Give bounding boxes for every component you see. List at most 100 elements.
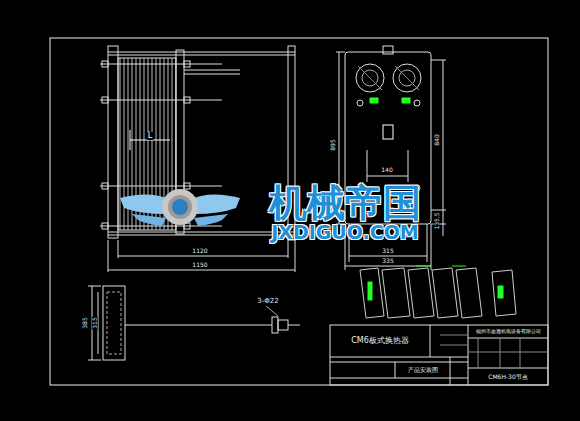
drawing-stroke [88,286,101,287]
drawing-stroke [520,338,521,368]
drawing-stroke [443,60,444,210]
drawing-stroke [266,306,278,316]
drawing-stroke [100,64,222,65]
drawing-stroke [367,150,368,182]
drawing-stroke [468,338,548,339]
drawing-stroke [370,98,378,103]
dimension: 1120 [191,248,208,254]
drawing-stroke [162,189,198,225]
drawing-stroke [108,52,295,53]
drawing-stroke [357,100,363,106]
hole-callout: 3-Φ22 [256,298,279,305]
drawing-stroke [450,357,451,385]
dimension: 135.5 [434,211,440,230]
drawing-stroke [184,183,190,189]
drawing-stroke [278,320,288,330]
drawing-stroke [102,183,108,189]
drawing-stroke [440,345,468,346]
drawing-stroke [184,97,190,103]
drawing-stroke [118,240,119,258]
dimension: 315 [92,316,98,329]
drawing-stroke [358,66,382,90]
drawing-stroke [498,286,503,298]
drawing-stroke [345,266,431,267]
drawing-stroke [468,325,469,385]
drawing-stroke [431,60,446,61]
drawing-stroke [125,325,272,326]
drawing-stroke [288,240,289,258]
drawing-stroke [272,317,278,333]
drawing-stroke [330,362,468,363]
drawing-stroke [88,360,101,361]
title-block-cell: CM6板式换热器 [331,326,429,356]
drawing-stroke [336,52,345,53]
drawing-stroke [414,100,420,106]
dimension: 840 [434,133,440,146]
drawing-stroke [492,270,516,316]
drawing-stroke [288,325,300,326]
drawing-stroke [440,335,468,336]
drawing-stroke [184,70,240,71]
logo-view [120,189,240,226]
drawing-stroke [184,74,240,75]
title-block-cell: 产品安装图 [396,363,449,377]
title-text: CM6H-30节点 [488,374,528,380]
drawing-stroke [368,282,372,300]
drawing-stroke [349,256,427,257]
dimension: 1150 [191,262,208,268]
drawing-stroke [118,256,288,257]
drawing-stroke [468,368,548,369]
watermark: JXDIGUO.COM [271,223,419,242]
drawing-stroke [383,46,393,54]
title-text: 福州市鑫通机电设备有限公司 [476,329,541,334]
drawing-stroke [102,61,108,67]
drawing-stroke [360,268,384,318]
drawing-stroke [330,378,468,379]
drawing-stroke [184,61,190,67]
dimension: 315 [381,248,394,254]
title-text: 产品安装图 [408,367,438,373]
drawing-stroke [108,270,295,271]
title-text: CM6板式换热器 [351,337,409,345]
drawing-stroke [383,125,393,139]
drawing-stroke [367,176,408,177]
exploded-view [360,266,516,318]
drawing-stroke [393,64,421,92]
drawing-stroke [500,338,501,368]
dimension: 140 [380,167,393,173]
drawing-stroke [443,210,444,236]
drawing-stroke [431,224,432,270]
drawing-stroke [100,100,222,101]
drawing-stroke [432,268,458,318]
watermark: 机械帝国 [269,184,421,222]
drawing-stroke [330,357,468,358]
drawing-stroke [108,55,295,56]
drawing-stroke [452,266,466,267]
drawing-stroke [430,325,431,357]
drawing-stroke [108,46,118,238]
drawing-stroke [395,362,396,378]
detail-view [88,286,300,360]
drawing-stroke [168,195,192,219]
title-block-cell: 福州市鑫通机电设备有限公司 [469,326,547,337]
drawing-stroke [172,199,188,215]
drawing-stroke [102,97,108,103]
drawing-stroke [132,214,166,226]
drawing-stroke [107,292,121,354]
drawing-stroke [330,325,548,385]
dimension: 335 [381,258,394,264]
drawing-stroke [416,266,430,267]
drawing-stroke [295,240,296,272]
length-mark: L [147,132,153,140]
drawing-stroke [408,268,434,318]
drawing-stroke [50,38,548,385]
dimension: 895 [330,138,336,151]
drawing-stroke [468,352,548,353]
titleblock-view [330,325,548,385]
drawing-stroke [103,286,125,360]
side-view [100,46,295,272]
drawing-stroke [402,98,410,103]
dimension: 385 [82,316,88,329]
drawing-stroke [102,223,108,229]
